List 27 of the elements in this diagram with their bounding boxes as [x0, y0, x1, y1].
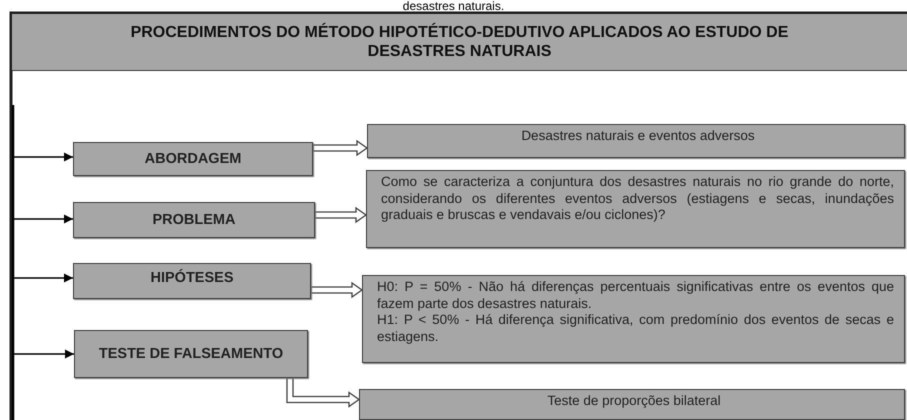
caption-fragment: desastres naturais.: [402, 0, 506, 12]
step-label: TESTE DE FALSEAMENTO: [98, 346, 284, 362]
arrow: [13, 350, 74, 358]
block-arrow: [286, 377, 360, 408]
description-box: [359, 389, 905, 420]
step-box: [73, 142, 313, 176]
description-text: Desastres naturais e eventos adversos: [520, 128, 756, 144]
block-arrow: [314, 206, 368, 224]
step-label: ABORDAGEM: [144, 150, 242, 168]
description-box: [366, 170, 905, 248]
step-box: [73, 263, 311, 299]
step-box: [73, 202, 315, 238]
step-label: HIPÓTESES: [150, 270, 234, 287]
step-label: PROBLEMA: [152, 212, 236, 228]
step-box: [74, 330, 308, 378]
description-text: H0: P = 50% - Não há diferenças percentuais significativas entre os eventos que fazem parte dos desastres naturais.: [377, 279, 894, 312]
arrow: [13, 152, 73, 162]
description-box: [362, 275, 905, 363]
description-box: [367, 124, 905, 158]
block-arrow: [312, 140, 368, 156]
block-arrow: [310, 282, 364, 298]
title: PROCEDIMENTOS DO MÉTODO HIPOTÉTICO-DEDUTIVO APLICADOS AO ESTUDO DE DESASTRES NATURAIS: [130, 23, 790, 61]
arrow: [13, 274, 73, 282]
arrow: [13, 214, 73, 224]
description-text: Teste de proporções bilateral: [546, 393, 722, 410]
description-text: H1: P < 50% - Há diferença significativa, com predomínio dos eventos de secas e estiagens.: [377, 312, 894, 345]
description-text: Como se caracteriza a conjuntura dos desastres naturais no rio grande do norte, considerando os diferentes eventos adversos (estiagens e secas, inundações graduais e bruscas e vendavais e/ou ciclones)?: [381, 174, 894, 224]
